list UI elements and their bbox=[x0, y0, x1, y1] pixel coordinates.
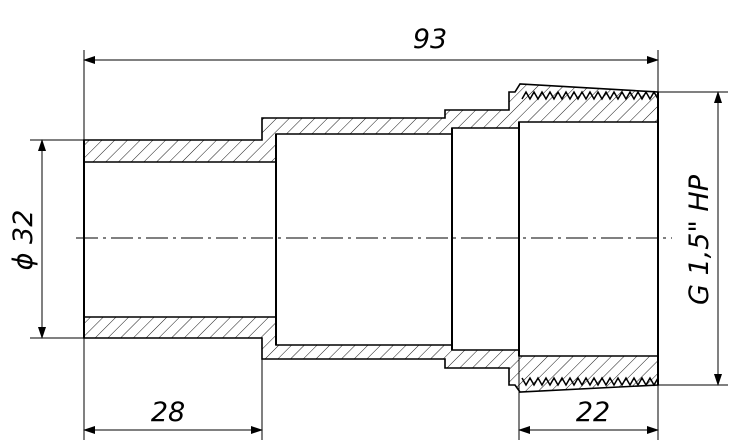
left-diameter-label: ϕ 32 bbox=[8, 210, 39, 271]
overall-length-label: 93 bbox=[413, 24, 447, 55]
thread-tooth-path bbox=[521, 376, 659, 387]
bore-outline bbox=[83, 92, 659, 385]
thread-tooth-path bbox=[521, 90, 659, 101]
socket-length-label: 28 bbox=[151, 397, 185, 428]
thread-teeth-top bbox=[521, 90, 659, 101]
socket-length-dimension: 28 bbox=[83, 338, 263, 440]
thread-spec-label: G 1,5" НР bbox=[684, 174, 715, 305]
left-diameter-dimension: ϕ 32 bbox=[8, 139, 84, 339]
thread-teeth-bottom bbox=[521, 376, 659, 387]
thread-length-label: 22 bbox=[576, 397, 610, 428]
thread-length-dimension: 22 bbox=[518, 356, 659, 440]
overall-length-dimension: 93 bbox=[83, 24, 659, 140]
thread-spec-dimension: G 1,5" НР bbox=[658, 91, 728, 386]
